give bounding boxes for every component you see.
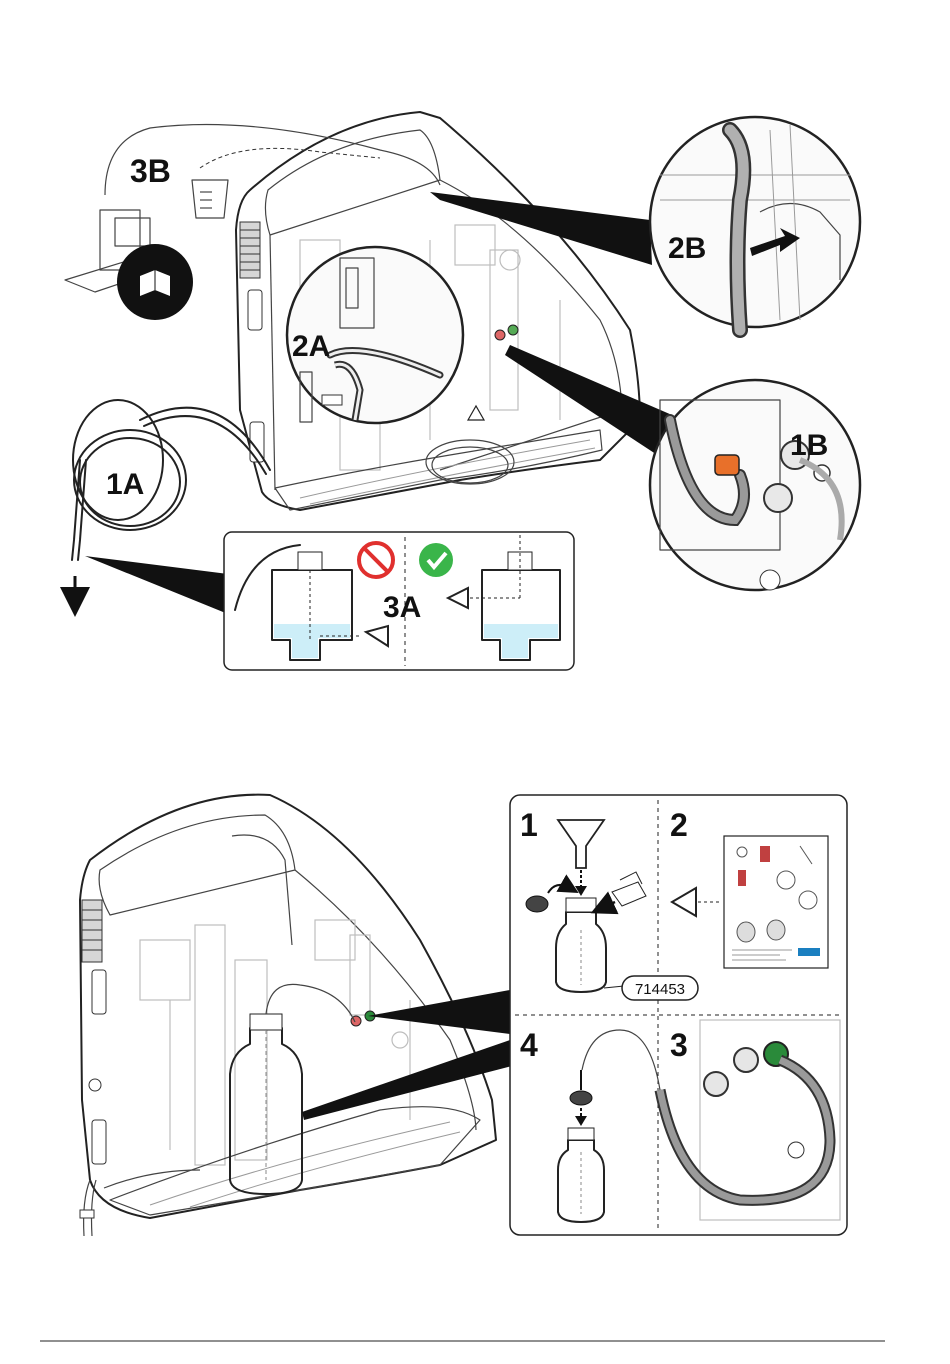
step-3a-label: 3A bbox=[383, 591, 421, 624]
orange-fitting bbox=[715, 455, 739, 475]
panel-2-label: 2 bbox=[670, 807, 688, 843]
step-1a-label: 1A bbox=[106, 468, 144, 501]
vent-grille bbox=[240, 222, 260, 278]
magnifier-2b bbox=[430, 117, 860, 330]
panel-1-label: 1 bbox=[520, 807, 538, 843]
bottom-figure: 714453 bbox=[80, 795, 847, 1236]
replacement-steps-box: 714453 bbox=[510, 795, 847, 1235]
step-3b-label: 3B bbox=[130, 153, 171, 189]
top-figure: 3B 2A 2B 1B 1A 3A bbox=[65, 112, 860, 670]
step-1b-label: 1B bbox=[790, 429, 828, 462]
step-2b-label: 2B bbox=[668, 232, 706, 265]
part-number-label: 714453 bbox=[635, 981, 685, 998]
vent-grille-bottom bbox=[82, 900, 102, 962]
callout-wedge-3a bbox=[85, 556, 228, 614]
panel-3-label: 3 bbox=[670, 1027, 688, 1063]
panel-4-label: 4 bbox=[520, 1027, 538, 1063]
ok-check-icon bbox=[419, 543, 453, 577]
step-2a-label: 2A bbox=[292, 330, 330, 363]
callout-wedge-1b bbox=[505, 345, 672, 462]
callout-wedge-fitting bbox=[368, 990, 510, 1034]
callout-wedge-bottle bbox=[302, 1040, 512, 1120]
